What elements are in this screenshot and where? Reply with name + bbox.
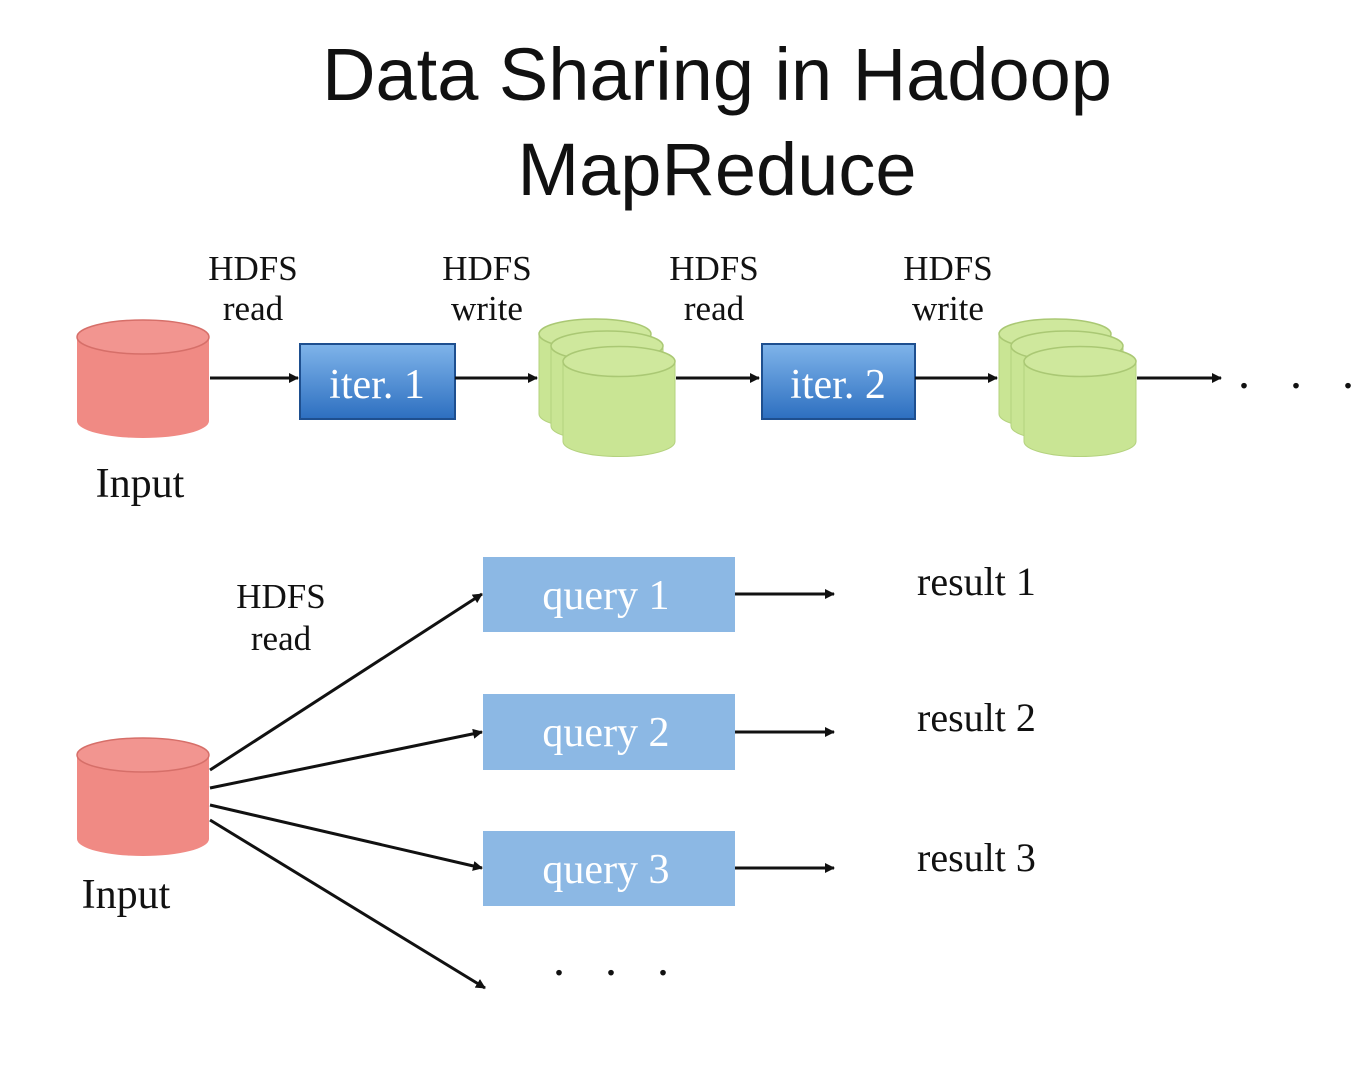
intermediate-database-stack-icon xyxy=(998,318,1137,458)
input-database-icon xyxy=(76,319,210,439)
hdfs-label: HDFS xyxy=(236,577,325,616)
hdfs-op-label: write xyxy=(912,289,984,328)
query-label: query 2 xyxy=(542,710,669,756)
query-label: query 1 xyxy=(542,573,669,619)
iteration-box xyxy=(299,343,456,420)
arrow xyxy=(209,592,483,772)
arrow xyxy=(209,728,483,790)
hdfs-op-label: write xyxy=(451,289,523,328)
hdfs-label: HDFS xyxy=(669,249,758,288)
hdfs-label: HDFS xyxy=(208,249,297,288)
input-label: Input xyxy=(82,872,171,918)
result-label: result 2 xyxy=(917,695,1036,740)
title-line-1: Data Sharing in Hadoop xyxy=(322,33,1112,116)
iterative-flow: Input HDFS read HDFS write HDFS read HDF… xyxy=(76,249,1368,507)
result-label: result 1 xyxy=(917,559,1036,604)
input-label: Input xyxy=(96,461,185,507)
query-label: query 3 xyxy=(542,847,669,893)
arrow xyxy=(209,818,486,990)
hdfs-label: HDFS xyxy=(903,249,992,288)
result-label: result 3 xyxy=(917,835,1036,880)
iteration-box xyxy=(761,343,916,420)
intermediate-database-stack-icon xyxy=(538,318,676,458)
hdfs-op-label: read xyxy=(251,619,312,658)
iteration-label: iter. 2 xyxy=(790,362,886,408)
query-box xyxy=(483,831,735,906)
query-flow: Input HDFS read query 1 query 2 query 3 … xyxy=(76,557,1036,990)
continuation-dots: . . . xyxy=(553,933,683,986)
query-box xyxy=(483,557,735,632)
iteration-label: iter. 1 xyxy=(329,362,425,408)
input-database-icon xyxy=(76,737,210,857)
hdfs-label: HDFS xyxy=(442,249,531,288)
hdfs-op-label: read xyxy=(223,289,284,328)
hdfs-op-label: read xyxy=(684,289,745,328)
arrow xyxy=(209,803,483,871)
continuation-dots: . . . xyxy=(1238,346,1368,399)
title-line-2: MapReduce xyxy=(517,128,916,211)
query-box xyxy=(483,694,735,770)
